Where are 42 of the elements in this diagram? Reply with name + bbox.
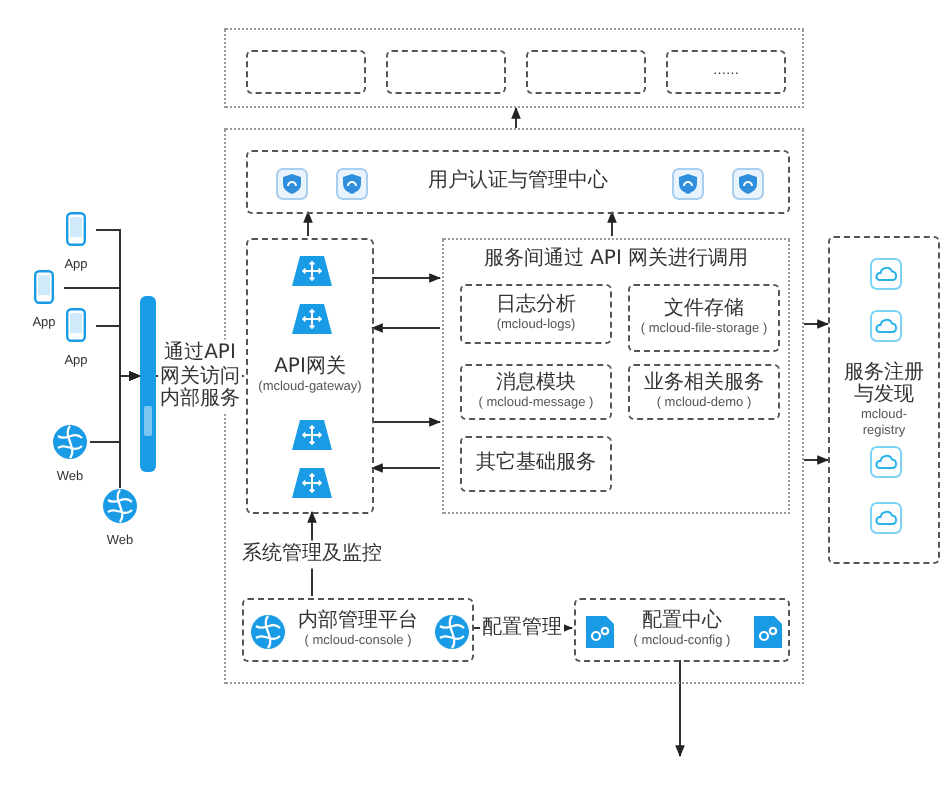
arrow [370,323,441,333]
arrow [303,210,313,237]
storage-box [246,50,366,94]
service-box [628,284,780,352]
storage-group-box [224,28,804,108]
node-title: API网关 [274,356,346,380]
node-title: 服务注册与发现 [842,361,926,408]
service-box [460,364,612,420]
arrow [607,210,617,237]
node-title: 内部管理平台 [298,610,418,634]
arrow [675,659,685,758]
arrow [803,319,830,329]
edge-label: 系统管理及监控 [240,540,384,568]
config-center-box [574,598,790,662]
arrow [370,463,441,473]
registry-box [828,236,940,564]
group-title: 服务间通过 API 网关进行调用 [483,248,749,271]
edge-label: 配置管理 [480,614,564,642]
node-title: 配置中心 [642,610,722,634]
node-title: 其它基础服务 [476,452,596,476]
service-box [460,284,612,344]
arrow [371,417,442,427]
service-box [460,436,612,492]
service-group-box [442,238,790,514]
console-box [242,598,474,662]
storage-box [526,50,646,94]
arrow [371,273,442,283]
service-box [628,364,780,420]
edge-label: 通过API网关访问内部服务 [158,339,242,413]
node-title: 用户认证与管理中心 [428,170,608,194]
arrow [803,455,830,465]
arrow [119,371,142,489]
node-title: 业务相关服务 [644,372,764,396]
node-title: 日志分析 [496,294,576,318]
gateway-box [246,238,374,514]
gateway-bar [140,296,156,472]
storage-box [386,50,506,94]
arrow [511,106,521,129]
auth-center-box [246,150,790,214]
node-title: 消息模块 [496,372,576,396]
node-title: 文件存储 [664,298,744,322]
storage-box [666,50,786,94]
